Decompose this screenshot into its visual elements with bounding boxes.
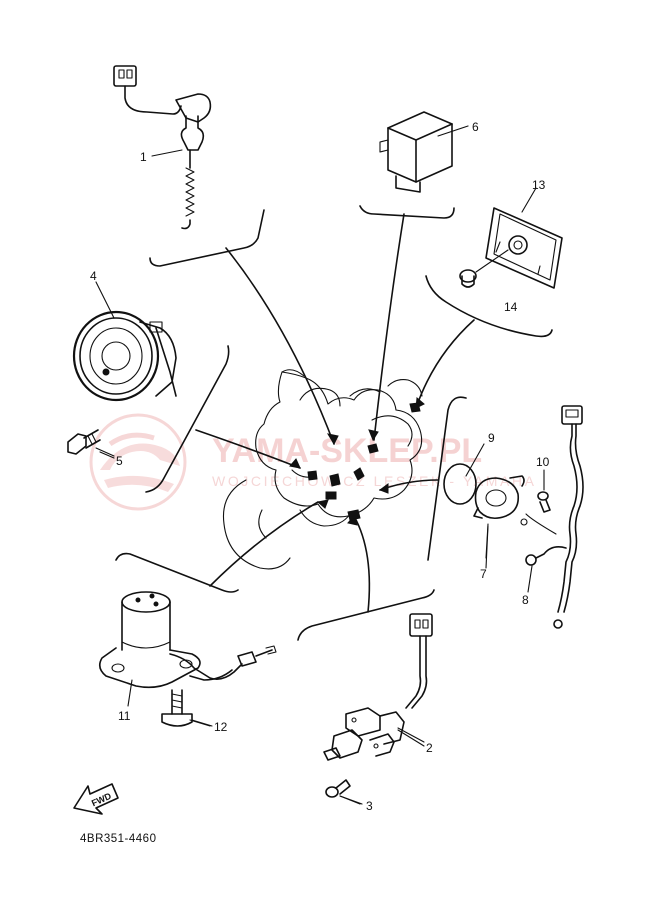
callout-1: 1 xyxy=(140,150,147,164)
callout-6: 6 xyxy=(472,120,479,134)
engine-mount-points xyxy=(307,402,421,521)
part-8-harness xyxy=(520,405,584,629)
part-13-plate xyxy=(485,207,563,289)
callout-leaders xyxy=(95,125,545,805)
callout-9: 9 xyxy=(488,431,495,445)
callout-3: 3 xyxy=(366,799,373,813)
part-9-o-ring xyxy=(443,463,477,505)
part-1-switch xyxy=(113,65,212,230)
callout-2: 2 xyxy=(426,741,433,755)
callout-7: 7 xyxy=(480,567,487,581)
watermark: YAMA-SKLEP.PL WOJCIECHOWICZ LESZEK - YAM… xyxy=(89,413,537,511)
fwd-arrow-icon: FWD xyxy=(73,783,119,815)
callout-10: 10 xyxy=(536,455,550,469)
callout-4: 4 xyxy=(90,269,97,283)
callout-8: 8 xyxy=(522,593,529,607)
part-11-sender xyxy=(98,591,277,689)
watermark-main-text: YAMA-SKLEP.PL xyxy=(212,432,482,470)
part-code: 4BR351-4460 xyxy=(80,833,156,845)
watermark-logo xyxy=(89,413,187,511)
callout-11: 11 xyxy=(118,709,131,723)
part-2-switch xyxy=(323,613,433,761)
part-3-screw xyxy=(325,779,361,805)
part-12-bolt xyxy=(161,689,211,727)
part-6-relay xyxy=(379,111,453,193)
part-10-screw xyxy=(537,491,551,513)
callout-13: 13 xyxy=(532,178,546,192)
callout-12: 12 xyxy=(214,720,228,734)
leader-lines xyxy=(115,205,553,641)
engine-outline xyxy=(222,369,423,570)
callout-14: 14 xyxy=(504,300,518,314)
callout-labels: 1 2 3 4 5 6 7 8 9 10 11 12 13 14 xyxy=(90,120,550,813)
part-4-horn xyxy=(72,310,177,402)
part-14-grommet xyxy=(459,249,509,288)
callout-5: 5 xyxy=(116,454,123,468)
watermark-sub-text: WOJCIECHOWICZ LESZEK - YAMAHA xyxy=(212,473,537,489)
part-5-bolt xyxy=(67,429,115,459)
